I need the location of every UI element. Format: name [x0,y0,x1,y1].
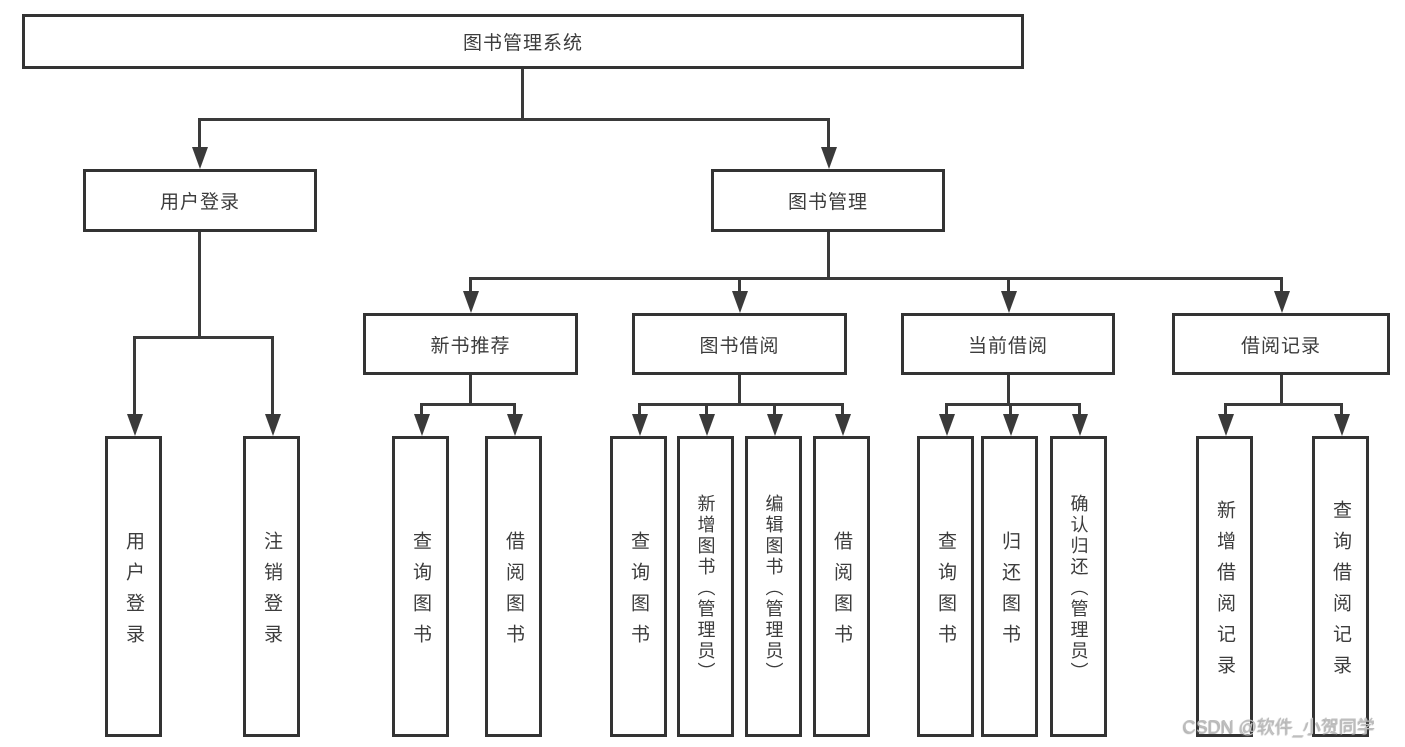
node-new-book-recommend-label: 新书推荐 [430,335,511,357]
arrow-down-icon [705,406,708,414]
connector-line [1280,375,1283,405]
arrow-down-icon [638,406,641,414]
node-new-book-recommend: 新书推荐 [363,313,578,375]
leaf-logout-login: 注销登录 [243,436,300,737]
node-user-login: 用户登录 [83,169,317,232]
leaf-borrow-book-recommend: 借阅图书 [485,436,542,737]
leaf-query-book-current: 查询图书 [917,436,974,737]
arrow-down-icon [773,406,776,414]
node-book-management-label: 图书管理 [787,192,868,213]
leaf-add-borrow-record: 新增借阅记录 [1196,436,1253,737]
node-user-login-label: 用户登录 [159,192,240,213]
node-root-label: 图书管理系统 [462,33,583,54]
leaf-edit-book-admin: 编辑图书（管理员） [745,436,802,737]
node-current-borrowing: 当前借阅 [901,313,1115,375]
connector-line [469,375,472,405]
arrow-down-icon [827,121,830,147]
connector-line [133,336,274,339]
leaf-confirm-return-admin: 确认归还（管理员） [1050,436,1107,737]
arrow-down-icon [738,280,741,291]
connector-line [469,277,1283,280]
arrow-down-icon [513,406,516,414]
connector-line [198,232,201,336]
arrow-down-icon [1078,406,1081,414]
connector-line [198,118,830,121]
connector-line [638,403,844,406]
connector-line [1224,403,1343,406]
connector-line [738,375,741,405]
node-root: 图书管理系统 [22,14,1024,69]
arrow-down-icon [945,406,948,414]
node-book-management: 图书管理 [711,169,945,232]
leaf-query-book-recommend: 查询图书 [392,436,449,737]
csdn-watermark: CSDN @软件_小贺同学 [1183,717,1376,737]
node-current-borrowing-label: 当前借阅 [967,335,1048,357]
connector-line [420,403,516,406]
connector-line [945,403,1081,406]
arrow-down-icon [1280,280,1283,291]
leaf-query-book-borrowing: 查询图书 [610,436,667,737]
connector-line [827,232,830,277]
arrow-down-icon [1007,280,1010,291]
leaf-add-book-admin: 新增图书（管理员） [677,436,734,737]
arrow-down-icon [1009,406,1012,414]
arrow-down-icon [198,121,201,147]
node-book-borrowing-label: 图书借阅 [699,335,780,357]
arrow-down-icon [1224,406,1227,414]
connector-line [1007,375,1010,405]
leaf-return-book: 归还图书 [981,436,1038,737]
node-borrow-records-label: 借阅记录 [1240,335,1321,357]
arrow-down-icon [271,339,274,414]
leaf-user-login: 用户登录 [105,436,162,737]
arrow-down-icon [1340,406,1343,414]
leaf-borrow-book-borrowing: 借阅图书 [813,436,870,737]
arrow-down-icon [841,406,844,414]
arrow-down-icon [469,280,472,291]
node-borrow-records: 借阅记录 [1172,313,1390,375]
arrow-down-icon [133,339,136,414]
node-book-borrowing: 图书借阅 [632,313,847,375]
leaf-query-borrow-record: 查询借阅记录 [1312,436,1369,737]
arrow-down-icon [420,406,423,414]
connector-line [521,69,524,120]
